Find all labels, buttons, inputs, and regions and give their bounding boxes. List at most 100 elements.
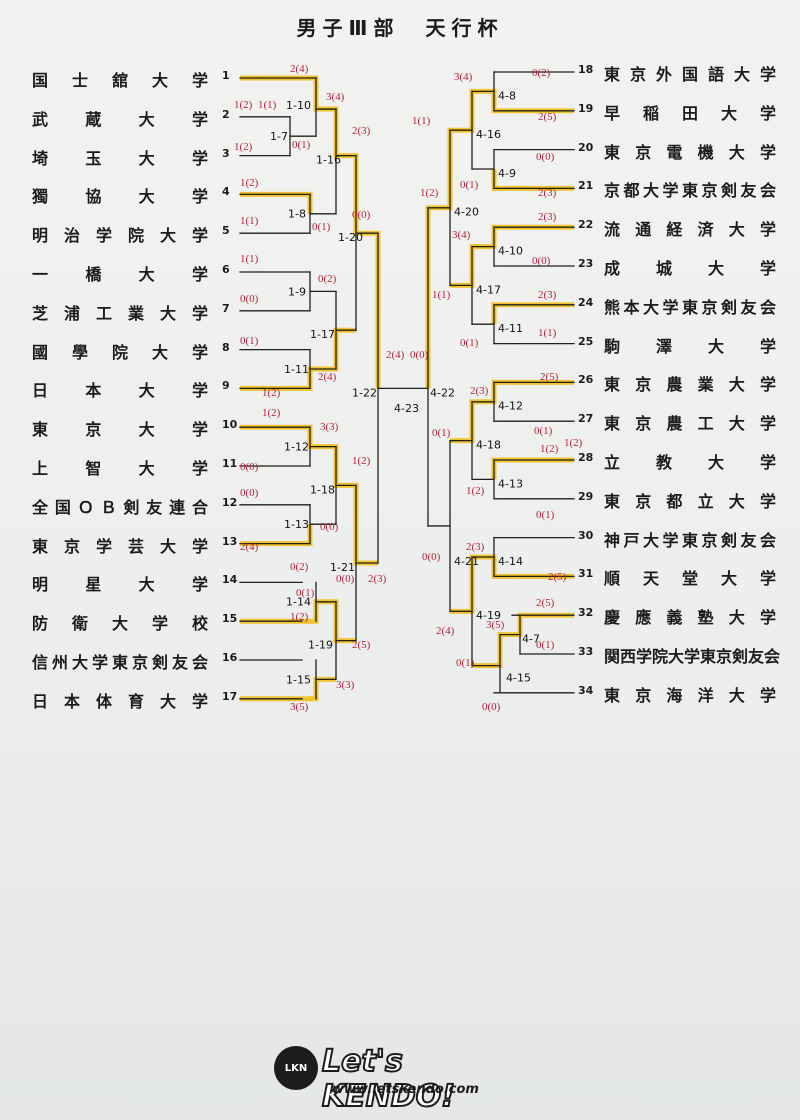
- team-name: 順天堂大学: [604, 569, 776, 589]
- team-name: 武蔵大学: [32, 109, 208, 129]
- handwritten-score: 0(1): [536, 639, 555, 651]
- handwritten-score: 3(3): [320, 421, 339, 433]
- match-label: 1-19: [308, 638, 333, 651]
- team-number: 21: [578, 179, 594, 193]
- team-name: 東京電機大学: [604, 142, 776, 162]
- match-label: 4-20: [454, 206, 479, 219]
- logo-text: Let's KENDO!: [321, 1043, 456, 1115]
- match-label: 1-13: [284, 518, 309, 531]
- match-label: 4-18: [476, 438, 501, 451]
- handwritten-score: 1(2): [262, 387, 281, 399]
- team-number: 8: [222, 340, 230, 354]
- team-number: 23: [578, 257, 594, 270]
- handwritten-score: 0(0): [422, 551, 441, 563]
- team-name: 早稲田大学: [604, 103, 776, 123]
- handwritten-score: 2(4): [436, 625, 455, 637]
- match-label: 4-10: [498, 244, 523, 257]
- handwritten-score: 1(2): [240, 177, 259, 189]
- handwritten-score: 0(0): [410, 349, 429, 361]
- team-number: 31: [578, 567, 594, 581]
- handwritten-score: 0(0): [482, 701, 501, 713]
- team-name: 駒澤大学: [604, 336, 776, 356]
- handwritten-score: 2(5): [538, 111, 557, 123]
- handwritten-score: 3(5): [486, 619, 505, 631]
- team-name: 一橋大学: [32, 265, 208, 284]
- team-name: 東京外国語大学: [604, 65, 776, 84]
- handwritten-score: 2(4): [290, 63, 309, 75]
- handwritten-score: 0(1): [432, 427, 451, 439]
- match-label: 1-21: [330, 561, 355, 574]
- match-label: 4-19: [476, 609, 501, 622]
- handwritten-score: 2(3): [466, 541, 485, 553]
- handwritten-score: 2(3): [538, 211, 557, 223]
- handwritten-score: 0(1): [312, 221, 331, 233]
- match-label: 1-18: [310, 483, 335, 496]
- handwritten-score: 1(1): [258, 99, 277, 111]
- bracket-lines: [239, 71, 575, 700]
- team-number: 18: [578, 63, 594, 76]
- handwritten-score: 0(0): [240, 487, 259, 499]
- team-name: 関西学院大学東京剣友会: [604, 647, 781, 666]
- team-name: 成城大学: [604, 259, 776, 278]
- team-number: 24: [578, 295, 594, 309]
- handwritten-score: 1(1): [432, 289, 451, 301]
- page-title: 男子Ⅲ部 天行杯: [296, 16, 504, 40]
- match-label: 1-15: [286, 673, 311, 686]
- match-label: 1-8: [288, 208, 306, 221]
- match-label: 1-11: [284, 363, 309, 376]
- handwritten-score: 0(1): [536, 509, 555, 521]
- handwritten-score: 1(1): [240, 253, 259, 265]
- handwritten-score: 1(2): [262, 407, 281, 419]
- team-name: 防衛大学校: [32, 614, 208, 634]
- match-label: 1-9: [288, 285, 306, 298]
- match-label: 1-12: [284, 440, 309, 453]
- logo-url: www.letskendo.com: [332, 1082, 479, 1097]
- match-label: 4-11: [498, 322, 523, 335]
- team-number: 11: [222, 457, 238, 470]
- handwritten-score: 0(0): [532, 255, 551, 267]
- handwritten-score: 2(3): [368, 573, 387, 585]
- handwritten-score: 2(4): [386, 349, 405, 361]
- handwritten-score: 0(1): [534, 425, 553, 437]
- handwritten-score: 1(2): [564, 437, 583, 449]
- team-number: 13: [222, 534, 238, 548]
- team-number: 32: [578, 606, 594, 620]
- team-name: 東京海洋大学: [604, 685, 776, 705]
- team-name: 信州大学東京剣友会: [32, 653, 208, 672]
- handwritten-score: 0(1): [460, 337, 479, 349]
- letskendo-logo: LKN Let's KENDO! www.letskendo.com: [270, 1040, 530, 1115]
- team-number: 19: [578, 101, 594, 115]
- team-number: 10: [222, 418, 238, 432]
- handwritten-score: 0(2): [532, 67, 551, 79]
- match-label: 4-9: [498, 167, 516, 180]
- match-label: 4-7: [522, 632, 540, 645]
- team-number: 14: [222, 573, 238, 587]
- handwritten-score: 0(1): [460, 179, 479, 191]
- team-name: 東京都立大学: [604, 491, 776, 511]
- handwritten-score: 2(4): [240, 541, 259, 553]
- team-number: 2: [222, 107, 230, 121]
- match-label: 1-10: [286, 99, 311, 112]
- team-number: 9: [222, 379, 230, 393]
- team-name: 日本体育大学: [32, 691, 208, 711]
- team-number: 15: [222, 612, 238, 626]
- team-number: 25: [578, 334, 594, 348]
- handwritten-score: 2(4): [318, 371, 337, 383]
- handwritten-score: 0(0): [336, 573, 355, 585]
- handwritten-score: 0(2): [318, 273, 337, 285]
- handwritten-score: 2(5): [536, 597, 555, 609]
- team-name: 明星大学: [32, 575, 208, 595]
- handwritten-score: 2(5): [548, 571, 567, 583]
- match-label: 1-20: [338, 231, 363, 244]
- team-number: 28: [578, 451, 594, 464]
- team-number: 29: [578, 489, 594, 503]
- handwritten-score: 1(2): [234, 99, 253, 111]
- match-label: 1-16: [316, 153, 341, 166]
- team-name: 流通経済大学: [604, 220, 776, 240]
- match-label: 4-23: [394, 402, 419, 415]
- handwritten-score: 0(2): [290, 561, 309, 573]
- team-number: 34: [578, 683, 594, 697]
- match-label: 4-8: [498, 89, 516, 102]
- handwritten-score: 0(0): [240, 461, 259, 473]
